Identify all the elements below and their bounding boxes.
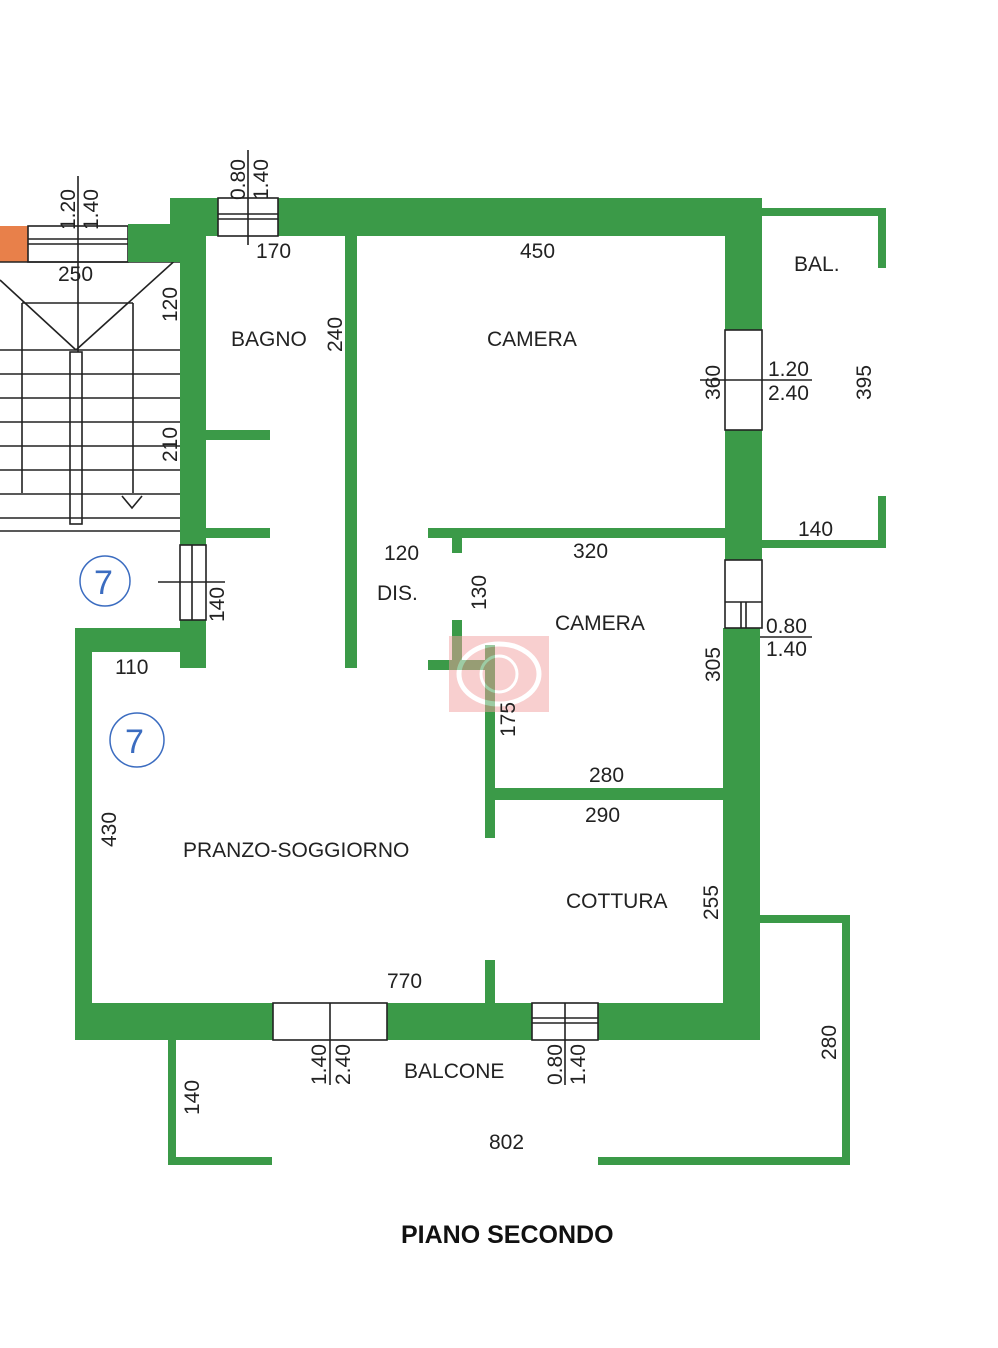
dim: 130	[468, 575, 491, 610]
dim: 140	[798, 518, 833, 541]
dim: 290	[585, 804, 620, 827]
window-width: 1.20	[57, 189, 80, 230]
dim: 250	[58, 263, 93, 286]
room-label-camera: CAMERA	[555, 612, 645, 635]
marker-label: 7	[125, 723, 144, 761]
room-label-balcone: BALCONE	[404, 1060, 504, 1083]
dim: 802	[489, 1131, 524, 1154]
dim: 170	[256, 240, 291, 263]
dim: 110	[115, 656, 148, 679]
marker-circle	[79, 555, 131, 607]
watermark-logo	[449, 636, 549, 712]
dim: 255	[700, 885, 723, 920]
dim: 430	[98, 812, 121, 847]
dim: 120	[159, 287, 182, 322]
plan-title: PIANO SECONDO	[401, 1221, 614, 1249]
windows	[158, 150, 812, 1085]
window-height: 1.40	[766, 638, 807, 661]
marker-label: 7	[94, 564, 113, 602]
dim: 140	[181, 1080, 204, 1115]
room-label-bal: BAL.	[794, 253, 840, 276]
dim: 395	[853, 365, 876, 400]
window-width: 0.80	[227, 159, 250, 200]
window-height: 2.40	[768, 382, 809, 405]
dim: 360	[702, 365, 725, 400]
room-label-dis: DIS.	[377, 582, 418, 605]
window-height: 1.40	[80, 189, 103, 230]
window-width: 0.80	[766, 615, 807, 638]
window-height: 1.40	[250, 159, 273, 200]
marker-circle	[109, 712, 165, 768]
window-height: 1.40	[567, 1044, 590, 1085]
dim: 140	[206, 587, 229, 622]
dim: 305	[702, 647, 725, 682]
dim: 240	[324, 317, 347, 352]
dim: 210	[159, 427, 182, 462]
stair-window-orange	[0, 226, 28, 262]
window-width: 0.80	[544, 1044, 567, 1085]
window-width: 1.20	[768, 358, 809, 381]
dim: 280	[589, 764, 624, 787]
room-label-pranzo-soggiorno: PRANZO-SOGGIORNO	[183, 839, 409, 862]
dim: 770	[387, 970, 422, 993]
dim: 450	[520, 240, 555, 263]
window-height: 2.40	[332, 1044, 355, 1085]
dim: 280	[818, 1025, 841, 1060]
dim: 120	[384, 542, 419, 565]
room-label-cottura: COTTURA	[566, 890, 668, 913]
dim: 175	[497, 702, 520, 737]
window-width: 1.40	[308, 1044, 331, 1085]
room-label-bagno: BAGNO	[231, 328, 307, 351]
room-label-camera: CAMERA	[487, 328, 577, 351]
dim: 320	[573, 540, 608, 563]
walls	[75, 198, 886, 1165]
